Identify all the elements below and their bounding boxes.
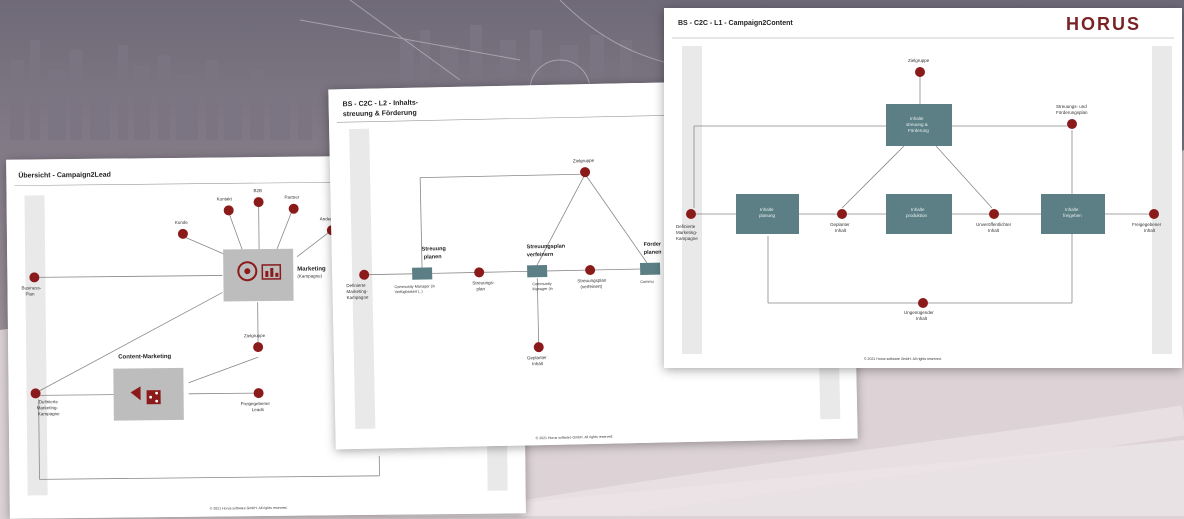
- label-unveroeffentlichter-2: Inhalt: [988, 228, 1000, 233]
- label-inhalte-streuung-3: Förderung: [908, 128, 929, 133]
- label-marketing: Marketing: [297, 266, 326, 272]
- label-role2-2: Manager (in: [532, 287, 552, 291]
- label-inhalte-produktion-1: Inhalte: [911, 207, 925, 212]
- label-streuungs-2: Förderungsplan: [1056, 110, 1088, 115]
- label-streuungsplan-verfeinert-1: Streuungsplan: [577, 278, 607, 284]
- label-streuungsplan-verfeinert-2: (verfeinert): [580, 284, 602, 289]
- label-streuung-2: planen: [424, 254, 442, 260]
- diagram-title: BS - C2C - L1 - Campaign2Content: [678, 20, 793, 27]
- footer-copyright: © 2021 Horus software GmbH. All rights r…: [864, 357, 942, 361]
- label-geplanter-2: Inhalt: [835, 228, 847, 233]
- label-role1-1: Community Manager (in: [394, 284, 435, 289]
- label-foerderung-2: planen: [644, 250, 662, 256]
- label-definierte-2: Marketing-: [346, 289, 368, 294]
- label-freigegebener-1: Freigegebener: [1132, 222, 1162, 227]
- campaign2content-diagram: BS - C2C - L1 - Campaign2Content HORUS I: [664, 8, 1182, 368]
- label-streuungs-1: Streuungs- und: [1056, 104, 1087, 109]
- label-b2b: B2B: [253, 188, 262, 193]
- label-freigegebener-2: Inhalt: [1144, 228, 1156, 233]
- label-zielgruppe: Zielgruppe: [244, 333, 266, 338]
- marketing-box: [223, 249, 294, 302]
- label-zielgruppe: Zielgruppe: [573, 158, 595, 163]
- footer-copyright: © 2021 Horus software GmbH. All rights r…: [210, 506, 288, 511]
- label-kunde: Kunde: [175, 220, 189, 225]
- swimlane-left: [25, 195, 48, 495]
- label-unveroeffentlichter-1: Unveröffentlichter: [976, 222, 1012, 227]
- label-definierte-3: Kampagne: [38, 411, 60, 416]
- label-ungenuegender-2: Inhalt: [916, 316, 928, 321]
- node-unveroeffentlichter-inhalt: [989, 209, 999, 219]
- node-streuungsplan: [1067, 119, 1077, 129]
- label-streuungsplan-1: Streuungsplan: [527, 244, 566, 251]
- label-foerderung-1: Förder: [644, 242, 662, 248]
- label-business-plan-2: Plan: [26, 291, 36, 296]
- node-geplanter-inhalt: [837, 209, 847, 219]
- label-definierte-1: Definierte: [39, 399, 59, 404]
- label-inhalte-streuung-1: Inhalte: [910, 116, 924, 121]
- label-inhalte-produktion-2: produktion: [906, 213, 928, 218]
- process-foerderung-planen: [640, 263, 660, 275]
- node-zielgruppe: [915, 67, 925, 77]
- label-role1-2: Verfügbarkeit (..): [395, 290, 424, 295]
- label-definierte-3: Kampagne: [347, 295, 369, 300]
- label-streuungsplan-2: verfeinern: [527, 252, 554, 259]
- diagram-card-campaign2content: BS - C2C - L1 - Campaign2Content HORUS I: [664, 8, 1182, 368]
- label-inhalte-streuung-2: streuung &: [906, 122, 928, 127]
- node-freigegebener-inhalt: [1149, 209, 1159, 219]
- label-ungenuegender-1: Ungenügender: [904, 310, 934, 315]
- label-freigegebener-1: Freigegebener: [241, 401, 271, 406]
- label-business-plan-1: Business-: [21, 285, 41, 290]
- node-ungenuegender-inhalt: [918, 298, 928, 308]
- label-definierte-1: Definierte: [676, 224, 696, 229]
- label-role3: Commu: [640, 280, 653, 284]
- label-role2-1: Community: [532, 282, 551, 286]
- label-definierte-1: Definierte: [346, 283, 366, 288]
- label-inhalte-planung-2: planung: [759, 213, 776, 218]
- label-definierte-3: Kampagne: [676, 236, 698, 241]
- node-definierte-kampagne: [686, 209, 696, 219]
- swimlane-left: [682, 46, 702, 354]
- label-kontakt: Kontakt: [217, 196, 233, 201]
- label-streuungs-plan-1: Streuungs-: [472, 280, 495, 285]
- label-inhalte-freigeben-1: Inhalte: [1065, 207, 1079, 212]
- label-marketing-sub: (Kampagne): [297, 273, 322, 278]
- label-freigegebener-2: Leads: [252, 407, 265, 412]
- process-streuungsplan-verfeinern: [527, 265, 547, 277]
- label-streuungs-plan-2: plan: [476, 286, 485, 291]
- horus-logo: HORUS: [1066, 14, 1141, 34]
- label-streuung-1: Streuung: [422, 246, 446, 253]
- label-content-marketing: Content-Marketing: [118, 354, 171, 361]
- label-inhalte-planung-1: Inhalte: [760, 207, 774, 212]
- label-zielgruppe: Zielgruppe: [908, 58, 930, 63]
- swimlane-right: [1152, 46, 1172, 354]
- label-definierte-2: Marketing-: [676, 230, 698, 235]
- label-geplanter-1: Geplanter: [527, 355, 547, 360]
- label-definierte-2: Marketing-: [37, 405, 59, 410]
- label-inhalte-freigeben-2: freigeben: [1063, 213, 1082, 218]
- process-streuung-planen: [412, 267, 432, 279]
- label-geplanter-2: Inhalt: [532, 361, 544, 366]
- label-partner: Partner: [285, 195, 300, 200]
- label-geplanter-1: Geplanter: [830, 222, 850, 227]
